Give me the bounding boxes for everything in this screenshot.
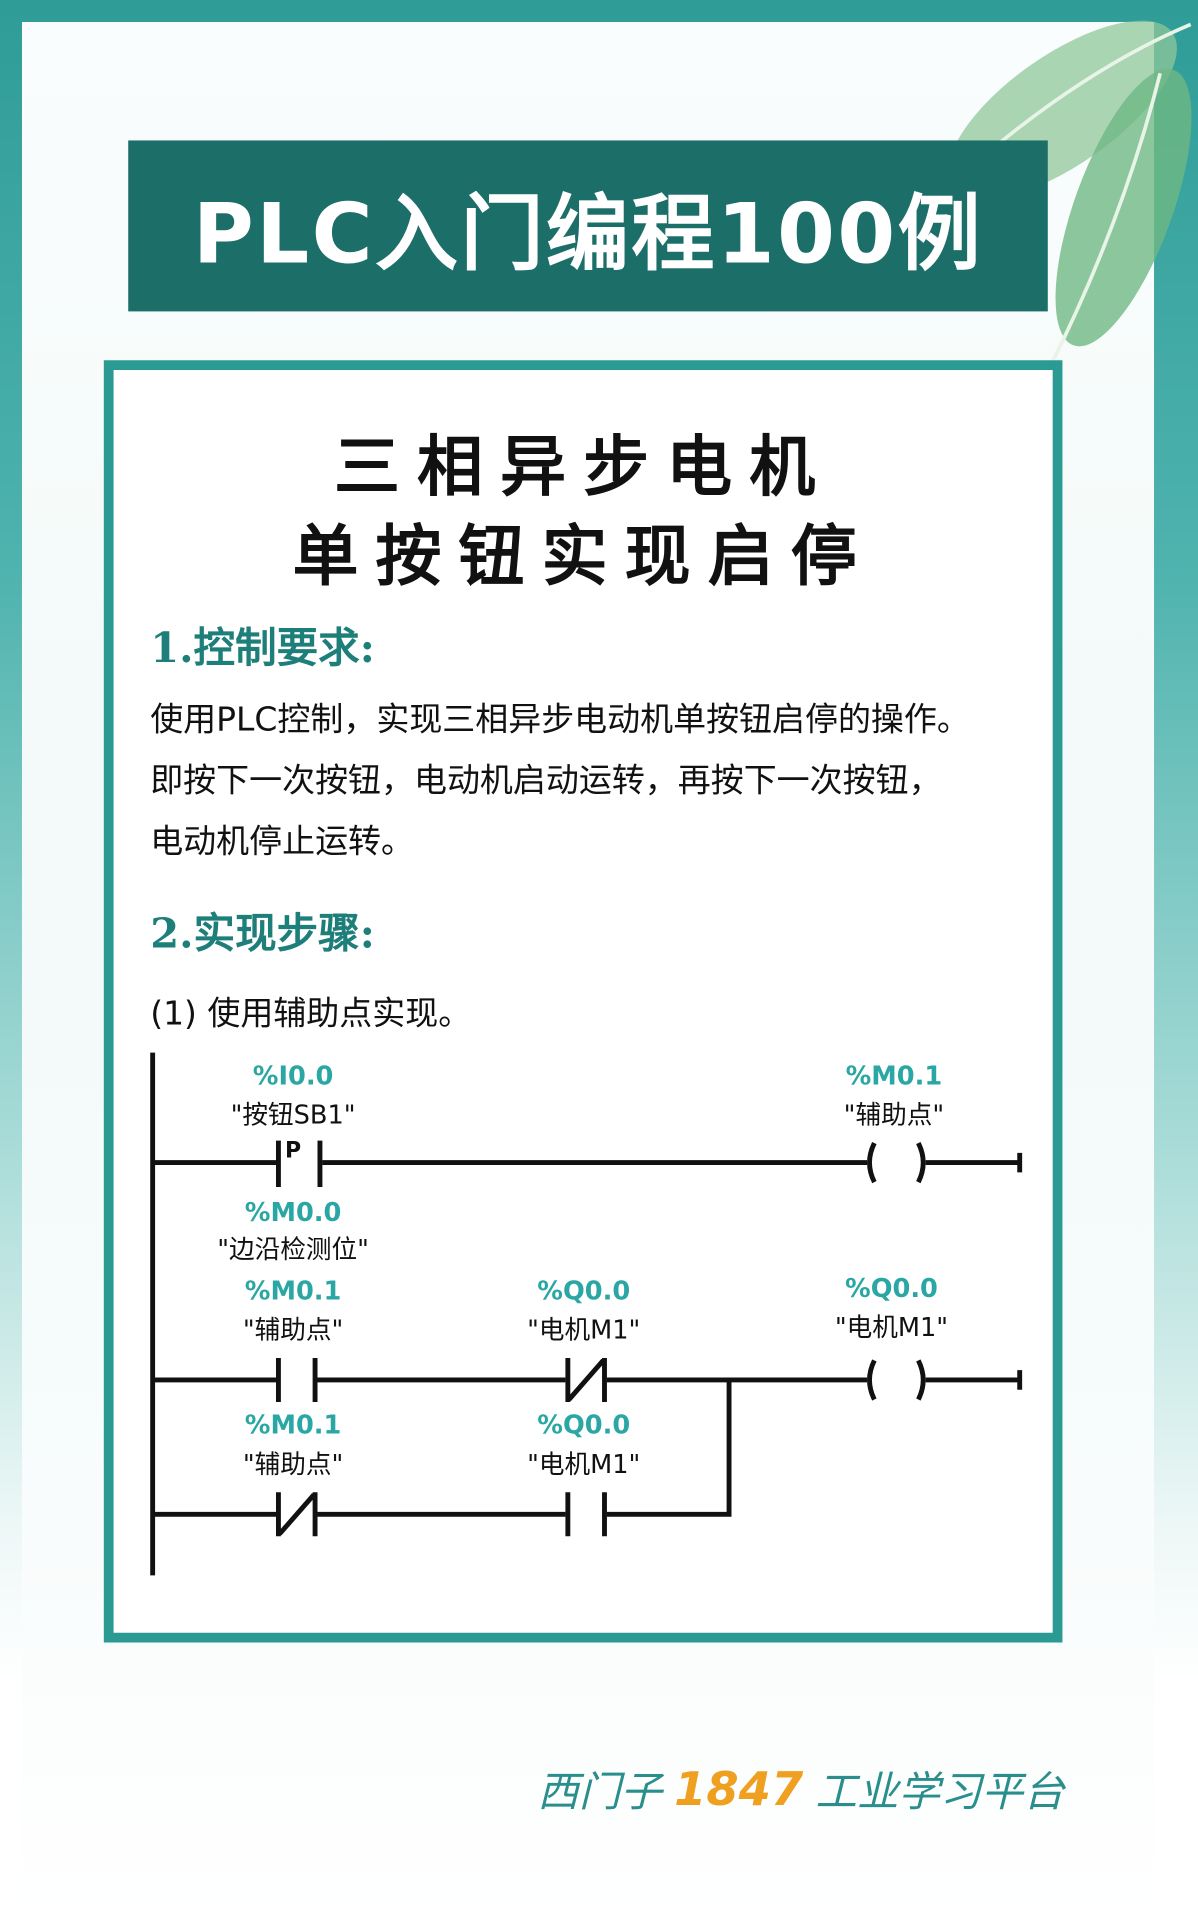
heading-line-1: 三相异步电机	[333, 427, 833, 506]
section-1-title: 1.控制要求:	[150, 624, 375, 673]
nc-contact-m01	[275, 1492, 318, 1537]
tag-label: "电机M1"	[835, 1313, 948, 1343]
heading-line-2: 单按钮实现启停	[292, 516, 874, 595]
step-1: (1) 使用辅助点实现。	[150, 995, 472, 1034]
section-2-title: 2.实现步骤:	[150, 909, 375, 959]
rung-1-wire	[152, 1152, 1023, 1173]
contact-type: P	[285, 1139, 301, 1164]
body-line: 电动机停止运转。	[150, 823, 414, 861]
address-label: %Q0.0	[845, 1274, 938, 1304]
rung-3-wire	[152, 1379, 732, 1517]
address-label: %M0.1	[245, 1411, 342, 1441]
address-label: %M0.1	[846, 1061, 943, 1091]
coil-q00	[867, 1359, 926, 1401]
tag-label: "辅助点"	[844, 1101, 944, 1131]
address-label: %Q0.0	[537, 1411, 630, 1441]
coil-m01	[867, 1141, 926, 1184]
tag-label: "边沿检测位"	[217, 1235, 369, 1265]
brand-right: 工业学习平台	[815, 1768, 1065, 1818]
tag-label: "电机M1"	[527, 1450, 640, 1480]
positive-edge-contact	[275, 1140, 323, 1188]
page-title: PLC入门编程100例	[192, 186, 984, 283]
rung-2-wire	[152, 1370, 1023, 1390]
tag-label: "辅助点"	[243, 1450, 343, 1480]
footer-brand: 西门子 1847 工业学习平台	[537, 1759, 1064, 1819]
title-banner: PLC入门编程100例	[128, 140, 1048, 312]
tag-label: "辅助点"	[243, 1315, 343, 1345]
tag-label: "按钮SB1"	[231, 1101, 356, 1131]
content-box: 三相异步电机 单按钮实现启停 1.控制要求: 使用PLC控制，实现三相异步电动机…	[103, 360, 1063, 1643]
no-contact-m01	[275, 1357, 318, 1402]
address-label: %Q0.0	[537, 1276, 630, 1306]
address-label: %M0.0	[245, 1198, 342, 1228]
address-label: %M0.1	[245, 1276, 342, 1306]
no-contact-q00	[565, 1492, 607, 1537]
body-line: 使用PLC控制，实现三相异步电动机单按钮启停的操作。	[150, 700, 970, 739]
body-line: 即按下一次按钮，电动机启动运转，再按下一次按钮，	[150, 762, 942, 800]
tag-label: "电机M1"	[527, 1315, 640, 1345]
brand-left: 西门子	[537, 1768, 662, 1818]
nc-contact-q00	[565, 1357, 607, 1402]
brand-number: 1847	[674, 1761, 804, 1816]
address-label: %I0.0	[253, 1061, 334, 1091]
